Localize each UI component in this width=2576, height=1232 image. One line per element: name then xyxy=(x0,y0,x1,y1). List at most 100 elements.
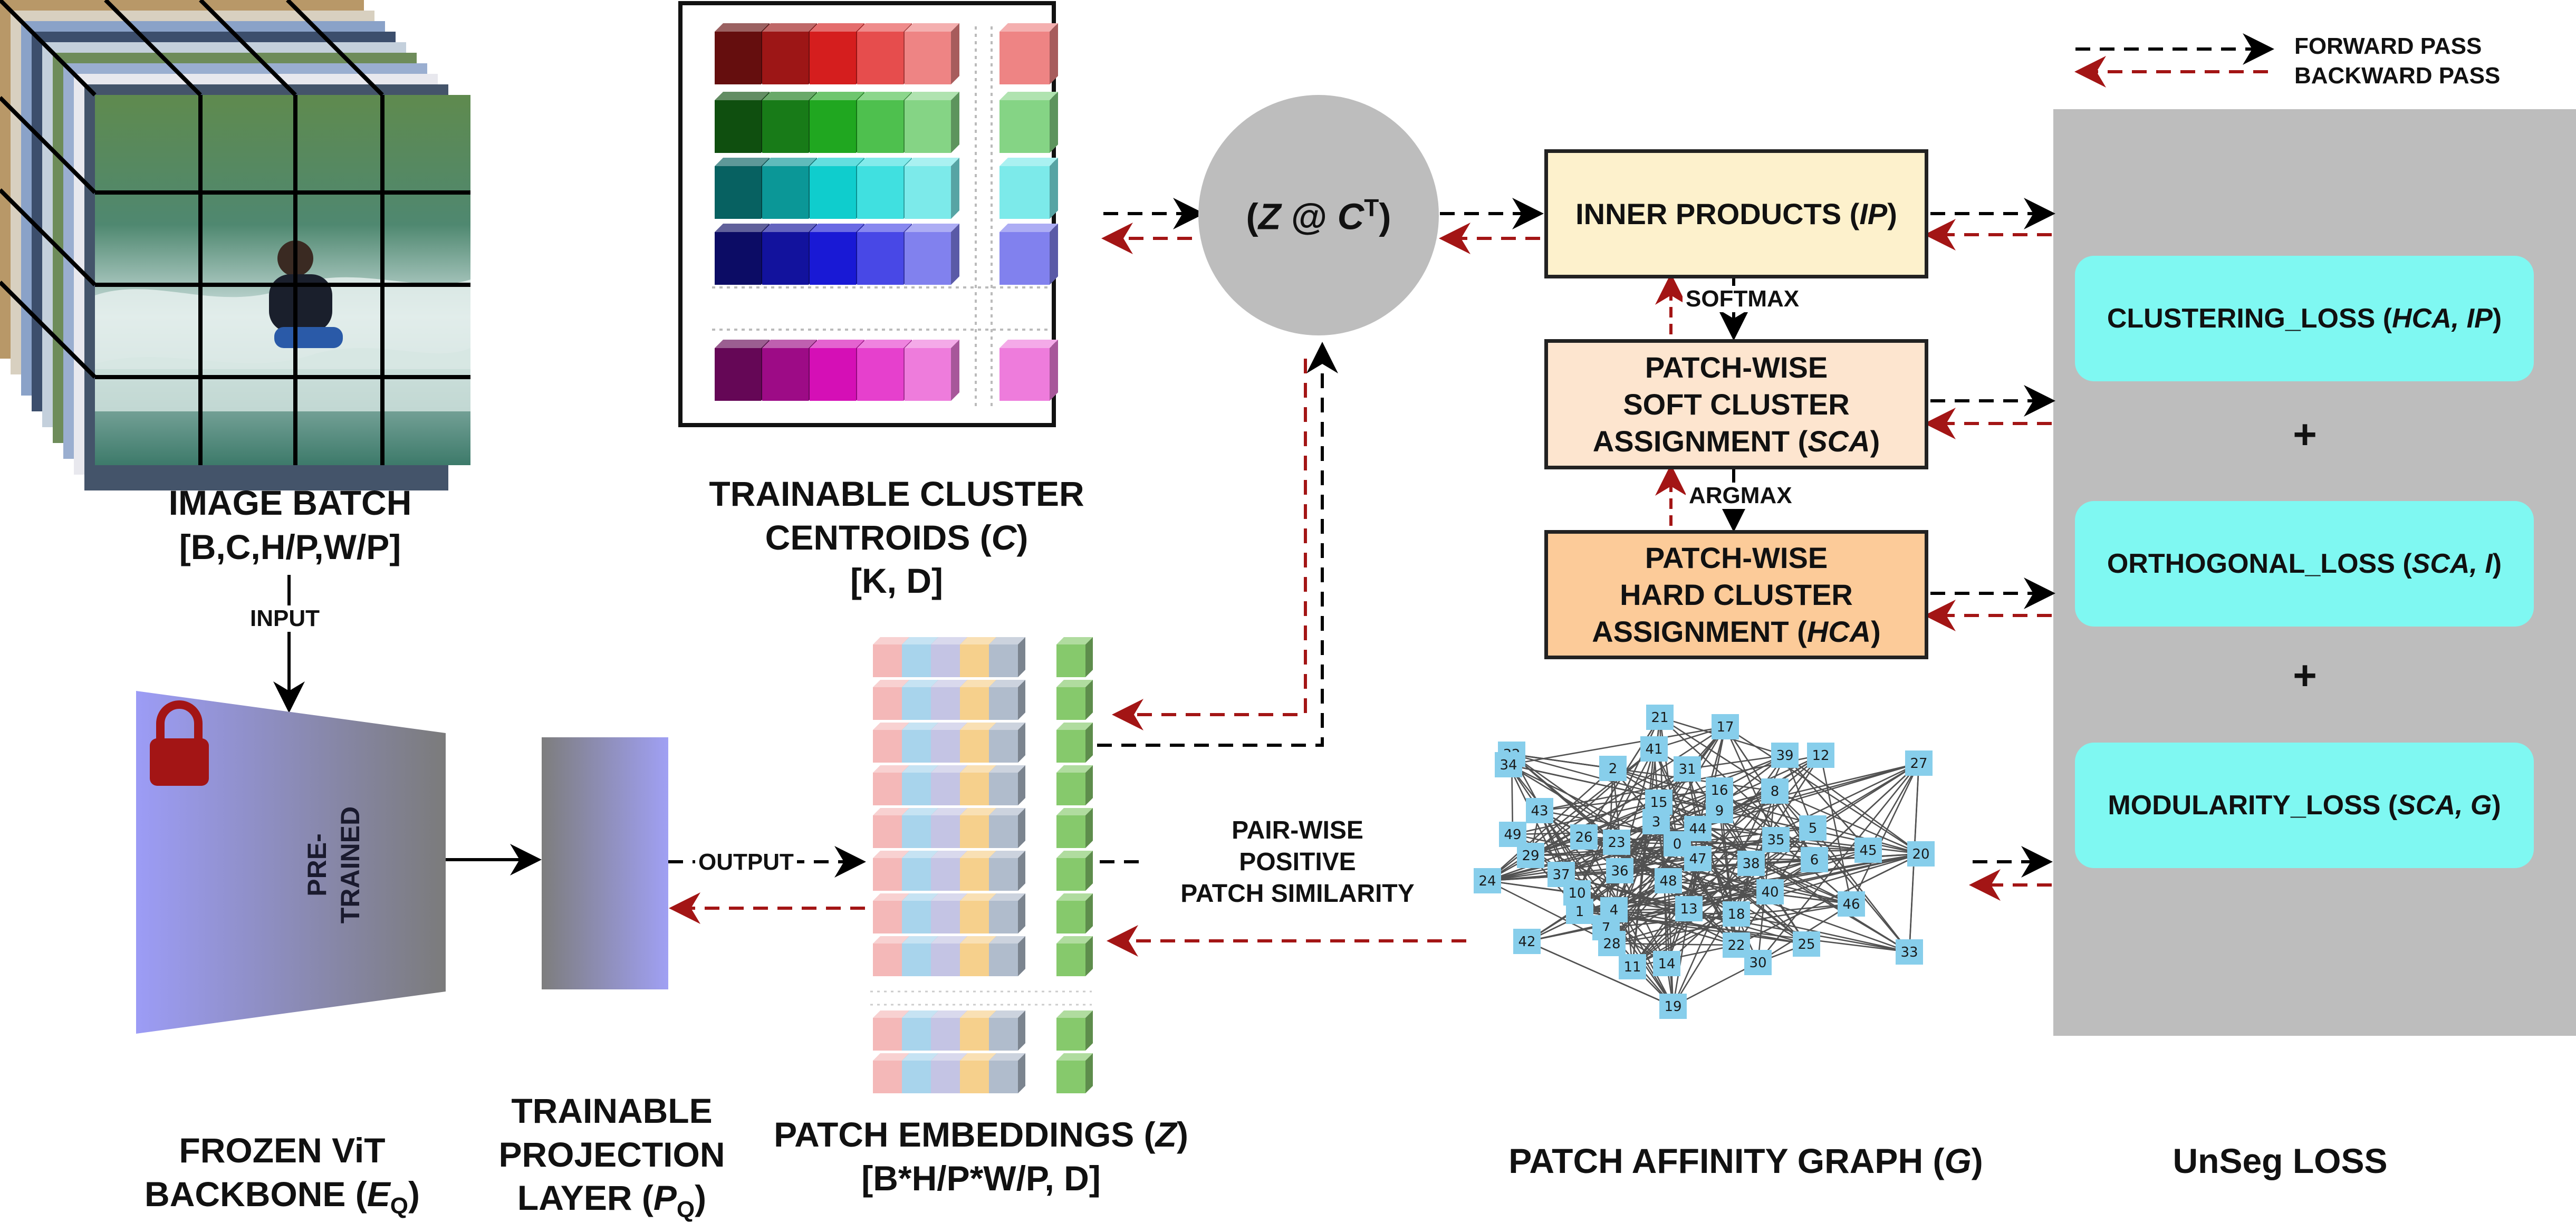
backbone-title: FROZEN ViT BACKBONE (EQ) xyxy=(100,1129,464,1220)
patch-affinity-graph: 0123456789101112131415161718192021222324… xyxy=(1474,705,1935,1019)
graph-node-label: 35 xyxy=(1767,832,1784,848)
orthogonal-loss-prefix: ORTHOGONAL_LOSS ( xyxy=(2107,548,2412,579)
graph-node-label: 13 xyxy=(1680,901,1697,917)
graph-node-label: 45 xyxy=(1859,843,1877,859)
graph-node-label: 21 xyxy=(1651,710,1668,726)
projection-title-line2: PROJECTION xyxy=(498,1134,725,1174)
graph-node: 26 xyxy=(1570,824,1598,850)
graph-node-label: 26 xyxy=(1575,830,1592,845)
backbone-inner-label: PRE-TRAINED xyxy=(302,806,365,924)
similarity-label: PAIR-WISE POSITIVE PATCH SIMILARITY xyxy=(1139,815,1456,910)
orthogonal-loss-args: SCA, I xyxy=(2411,548,2493,579)
graph-node-label: 11 xyxy=(1623,959,1641,975)
graph-node: 6 xyxy=(1801,847,1828,872)
graph-node: 22 xyxy=(1723,932,1750,958)
graph-node-label: 40 xyxy=(1761,884,1779,900)
centroid-cube xyxy=(999,92,1058,153)
graph-node-label: 49 xyxy=(1504,827,1521,843)
product-c: C xyxy=(1337,196,1364,237)
graph-node-label: 2 xyxy=(1609,761,1618,777)
embeddings-forward-arrow xyxy=(1097,342,1338,747)
graph-node-label: 5 xyxy=(1809,821,1818,836)
graph-node: 33 xyxy=(1896,939,1923,965)
embedding-cube xyxy=(989,808,1025,848)
centroid-cube xyxy=(857,340,912,401)
graph-node: 46 xyxy=(1838,891,1865,917)
graph-node: 36 xyxy=(1606,858,1633,883)
graph-node: 45 xyxy=(1854,838,1882,863)
backbone-title-line1: FROZEN ViT xyxy=(179,1131,386,1170)
product-label: (Z @ CT) xyxy=(1208,193,1429,240)
clustering-loss-box: CLUSTERING_LOSS (HCA, IP) xyxy=(2075,256,2534,381)
graph-node: 16 xyxy=(1706,777,1733,803)
centroid-separators xyxy=(712,26,1050,406)
graph-title: PATCH AFFINITY GRAPH (G) xyxy=(1450,1139,2041,1183)
centroid-cube xyxy=(905,92,959,153)
graph-node-label: 38 xyxy=(1742,856,1760,872)
backbone-title-suffix: ) xyxy=(408,1174,420,1214)
graph-title-suffix: ) xyxy=(1971,1141,1983,1180)
inner-products-symbol: IP xyxy=(1859,197,1888,230)
lock-icon xyxy=(150,700,209,786)
embedding-cube xyxy=(1056,1053,1093,1093)
graph-node-label: 31 xyxy=(1678,762,1696,777)
centroid-cube xyxy=(762,158,817,219)
embedding-cube xyxy=(960,680,996,720)
clustering-loss-args: HCA, IP xyxy=(2392,303,2493,334)
graph-node-label: 25 xyxy=(1798,937,1815,952)
projection-title-prefix: LAYER ( xyxy=(517,1178,653,1217)
graph-node: 21 xyxy=(1646,705,1674,730)
graph-node-label: 1 xyxy=(1575,904,1584,920)
backbone-title-symbol: E xyxy=(367,1174,390,1214)
embeddings-shape: [B*H/P*W/P, D] xyxy=(861,1158,1101,1198)
hard-assignment-line1: PATCH-WISE xyxy=(1645,541,1828,574)
centroid-cube xyxy=(810,23,864,84)
projection-title-symbol: P xyxy=(653,1178,677,1217)
embedding-cube xyxy=(1056,1010,1093,1051)
hard-assignment-line3: ASSIGNMENT (HCA) xyxy=(1592,613,1881,650)
graph-node: 15 xyxy=(1645,790,1673,815)
centroids-title-suffix: ) xyxy=(1016,517,1029,557)
embeddings-title-symbol: Z xyxy=(1155,1115,1177,1154)
embedding-cube xyxy=(1056,893,1093,933)
graph-node-label: 47 xyxy=(1689,851,1706,867)
graph-node-label: 43 xyxy=(1531,803,1548,819)
graph-node-label: 12 xyxy=(1812,748,1829,764)
graph-node: 5 xyxy=(1799,815,1827,841)
centroid-cube xyxy=(762,224,817,285)
graph-node-label: 34 xyxy=(1500,757,1517,773)
embedding-cube xyxy=(1056,723,1093,763)
centroid-cube xyxy=(905,23,959,84)
modularity-loss-box: MODULARITY_LOSS (SCA, G) xyxy=(2075,743,2534,868)
graph-node: 11 xyxy=(1619,954,1646,979)
graph-node: 25 xyxy=(1793,931,1820,957)
similarity-line2: POSITIVE xyxy=(1239,848,1356,876)
similarity-line1: PAIR-WISE xyxy=(1232,816,1363,844)
centroid-cube xyxy=(715,92,770,153)
centroid-cube xyxy=(857,92,912,153)
product-at: @ xyxy=(1281,196,1338,237)
graph-node: 31 xyxy=(1674,756,1701,782)
graph-node-label: 15 xyxy=(1650,795,1667,811)
embedding-cube xyxy=(1056,851,1093,891)
soft-assignment-line1: PATCH-WISE xyxy=(1645,350,1828,384)
graph-node: 27 xyxy=(1905,750,1933,776)
soft-assignment-symbol: SCA xyxy=(1808,424,1870,458)
graph-node: 37 xyxy=(1547,862,1575,887)
graph-node: 49 xyxy=(1499,822,1526,847)
centroid-cube xyxy=(762,92,817,153)
clustering-loss-prefix: CLUSTERING_LOSS ( xyxy=(2107,303,2392,334)
graph-node-label: 23 xyxy=(1608,835,1625,851)
centroid-cube xyxy=(762,23,817,84)
embedding-cubes xyxy=(870,637,1093,1093)
graph-node-label: 39 xyxy=(1776,748,1793,764)
centroid-cube xyxy=(810,340,864,401)
graph-node-label: 18 xyxy=(1727,907,1745,922)
graph-node: 18 xyxy=(1723,901,1750,927)
centroid-cube xyxy=(857,158,912,219)
graph-node: 20 xyxy=(1907,841,1935,867)
backbone-trapezoid xyxy=(136,691,446,1034)
legend-backward-label: BACKWARD PASS xyxy=(2294,63,2501,89)
graph-node-label: 4 xyxy=(1610,902,1619,918)
embedding-cube xyxy=(1056,936,1093,976)
